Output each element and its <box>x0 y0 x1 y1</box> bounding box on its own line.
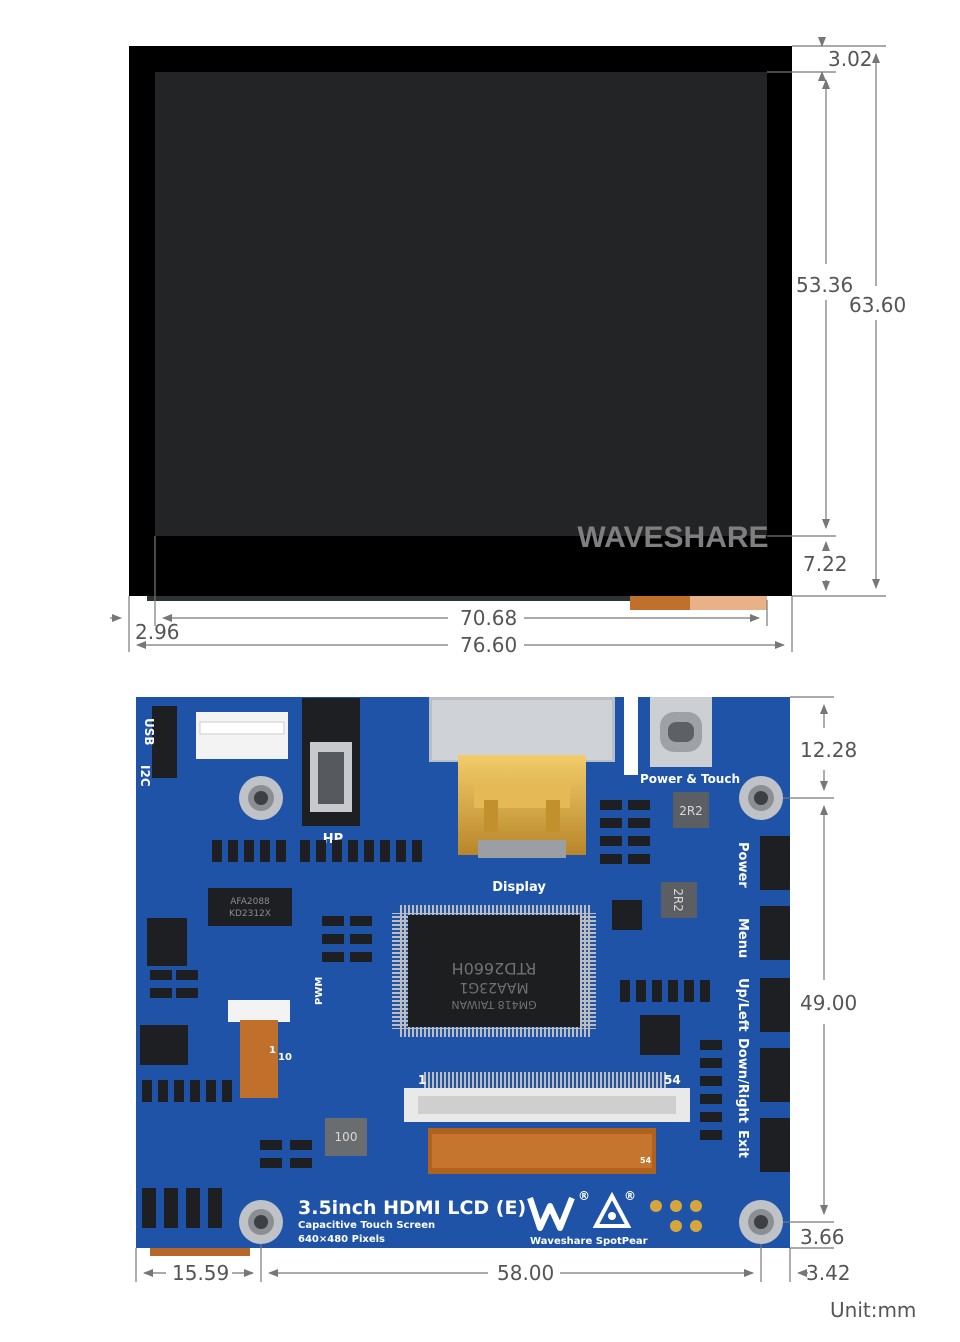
button-down-right <box>760 1048 790 1102</box>
mounting-hole-top-left <box>239 776 283 820</box>
button-power <box>760 836 790 890</box>
waveshare-logo <box>527 1196 575 1231</box>
usb-c-connector <box>650 697 712 767</box>
svg-text:MAA23G1: MAA23G1 <box>459 979 528 995</box>
registered-mark-2: ® <box>624 1189 636 1203</box>
inductor-low: 100 <box>325 1118 367 1156</box>
label-button-power: Power <box>735 842 750 888</box>
fpc-ribbon-small <box>240 1020 278 1098</box>
product-title: 3.5inch HDMI LCD (E) <box>298 1197 526 1219</box>
dim-hole-span-v: 49.00 <box>800 991 857 1015</box>
pcb-back-view: USB I2C HP Display Power & Touch 2R2 <box>136 697 790 1256</box>
bottom-view-dimensions: 12.28 49.00 3.66 15.59 58.00 3.42 <box>135 696 857 1285</box>
side-buttons <box>760 836 790 1172</box>
dim-active-width: 70.68 <box>460 606 517 630</box>
svg-text:AFA2088: AFA2088 <box>230 897 270 907</box>
dim-bottom-gap: 7.22 <box>803 552 848 576</box>
svg-text:KD2312X: KD2312X <box>229 909 271 919</box>
label-button-down-right: Down/Right <box>735 1038 750 1123</box>
label-fpc-10: 10 <box>278 1052 292 1063</box>
i2c-connector <box>196 712 288 759</box>
ic-small-1 <box>147 918 187 966</box>
label-brands: Waveshare SpotPear <box>530 1236 648 1247</box>
watermark: WAVESHARE <box>577 521 768 554</box>
main-chip: RTD2660H MAA23G1 GM418 TAIWAN <box>392 905 596 1037</box>
label-button-up-left: Up/Left <box>735 978 750 1032</box>
label-display: Display <box>492 880 546 895</box>
label-i2c: I2C <box>138 765 152 787</box>
screen-edge <box>147 596 767 601</box>
ic-left: AFA2088 KD2312X <box>208 888 292 926</box>
svg-text:100: 100 <box>335 1130 358 1144</box>
dim-left-hole: 15.59 <box>172 1261 229 1285</box>
dim-top-gap: 3.02 <box>828 47 873 71</box>
mounting-hole-bottom-left <box>239 1200 283 1244</box>
top-view-dimensions: 3.02 53.36 63.60 7.22 70.68 2.96 76.60 <box>110 37 906 657</box>
inductor-mid: 2R2 <box>661 882 697 918</box>
dim-bottom-hole: 3.66 <box>800 1225 845 1249</box>
dim-hole-span-h: 58.00 <box>497 1261 554 1285</box>
inductor-top: 2R2 <box>673 792 709 828</box>
label-pin54: 54 <box>664 1073 681 1087</box>
fpc-cable-tail <box>690 596 767 610</box>
dim-outline-height: 63.60 <box>849 293 906 317</box>
smd-components <box>142 800 722 1228</box>
button-exit <box>760 1118 790 1172</box>
crystal <box>612 900 642 930</box>
pogo-pins <box>650 1200 702 1232</box>
unit-label: Unit:mm <box>830 1298 916 1322</box>
label-pwm: PWM <box>314 977 325 1005</box>
mounting-hole-top-right <box>739 776 783 820</box>
dim-top-hole: 12.28 <box>800 738 857 762</box>
registered-mark-1: ® <box>578 1189 590 1203</box>
label-pin54-small: 54 <box>640 1156 652 1165</box>
fpc-cable-top <box>630 596 690 610</box>
usb-switch <box>152 706 177 778</box>
spotpear-logo <box>592 1191 632 1228</box>
dim-right-hole: 3.42 <box>806 1261 851 1285</box>
svg-text:2R2: 2R2 <box>671 888 685 912</box>
button-up-left <box>760 978 790 1032</box>
button-menu <box>760 906 790 960</box>
hdmi-connector <box>458 755 586 858</box>
label-pin1: 1 <box>418 1073 426 1087</box>
dim-left-gap: 2.96 <box>135 620 180 644</box>
dim-outline-width: 76.60 <box>460 633 517 657</box>
svg-text:RTD2660H: RTD2660H <box>452 959 537 978</box>
dim-active-height: 53.36 <box>796 273 853 297</box>
ic-small-2 <box>140 1025 188 1065</box>
product-subtitle-1: Capacitive Touch Screen <box>298 1220 435 1231</box>
label-power-touch: Power & Touch <box>640 772 740 786</box>
fpc-socket-54pin <box>404 1072 690 1174</box>
fpc-socket-small <box>228 1000 290 1022</box>
lcd-front-view: WAVESHARE <box>129 46 792 610</box>
label-usb: USB <box>142 718 156 746</box>
screen-active-area <box>155 72 767 536</box>
mounting-hole-bottom-right <box>739 1200 783 1244</box>
label-fpc-1: 1 <box>269 1045 276 1056</box>
label-button-exit: Exit <box>735 1130 750 1158</box>
svg-text:2R2: 2R2 <box>679 804 703 818</box>
product-subtitle-2: 640×480 Pixels <box>298 1234 385 1245</box>
svg-text:GM418 TAIWAN: GM418 TAIWAN <box>451 998 536 1011</box>
fpc-tail-bottom <box>150 1248 250 1256</box>
ic-small-3 <box>640 1015 680 1055</box>
label-button-menu: Menu <box>735 918 750 958</box>
